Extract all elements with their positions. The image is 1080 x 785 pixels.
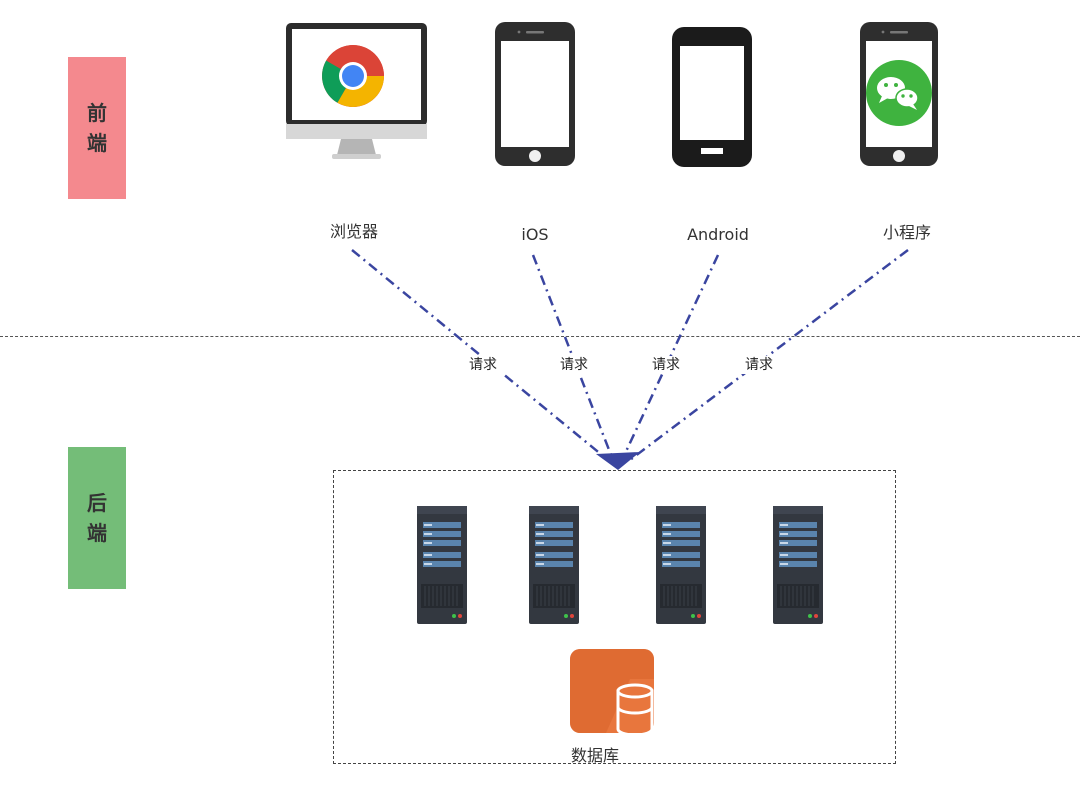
request-arrowhead xyxy=(596,452,640,470)
request-line-browser xyxy=(351,249,609,461)
iphone-icon xyxy=(495,22,575,166)
layer-divider xyxy=(0,336,1080,337)
database-label: 数据库 xyxy=(570,746,619,765)
client-label-miniprogram: 小程序 xyxy=(882,223,931,242)
server-icon xyxy=(773,506,823,624)
request-line-miniprogram xyxy=(629,249,909,461)
wechat-miniprogram-icon xyxy=(860,22,938,166)
backend-layer-label: 后 端 xyxy=(68,447,126,589)
server-icon xyxy=(656,506,706,624)
request-label-miniprogram: 请求 xyxy=(729,356,789,374)
desktop-browser-icon xyxy=(286,23,427,159)
client-label-ios: iOS xyxy=(521,225,549,244)
request-label-ios: 请求 xyxy=(544,356,604,374)
backend-label-char-2: 端 xyxy=(87,521,107,545)
android-phone-icon xyxy=(672,27,752,167)
backend-container xyxy=(333,470,896,764)
client-label-browser: 浏览器 xyxy=(329,222,378,241)
server-icon xyxy=(529,506,579,624)
frontend-label-char-2: 端 xyxy=(87,131,107,155)
frontend-label-char-1: 前 xyxy=(87,101,107,125)
request-label-browser: 请求 xyxy=(453,356,513,374)
frontend-layer-label: 前 端 xyxy=(68,57,126,199)
database-icon xyxy=(570,649,654,733)
server-icon xyxy=(417,506,467,624)
backend-label-char-1: 后 xyxy=(87,491,107,515)
client-label-android: Android xyxy=(687,225,749,244)
request-label-android: 请求 xyxy=(636,356,696,374)
